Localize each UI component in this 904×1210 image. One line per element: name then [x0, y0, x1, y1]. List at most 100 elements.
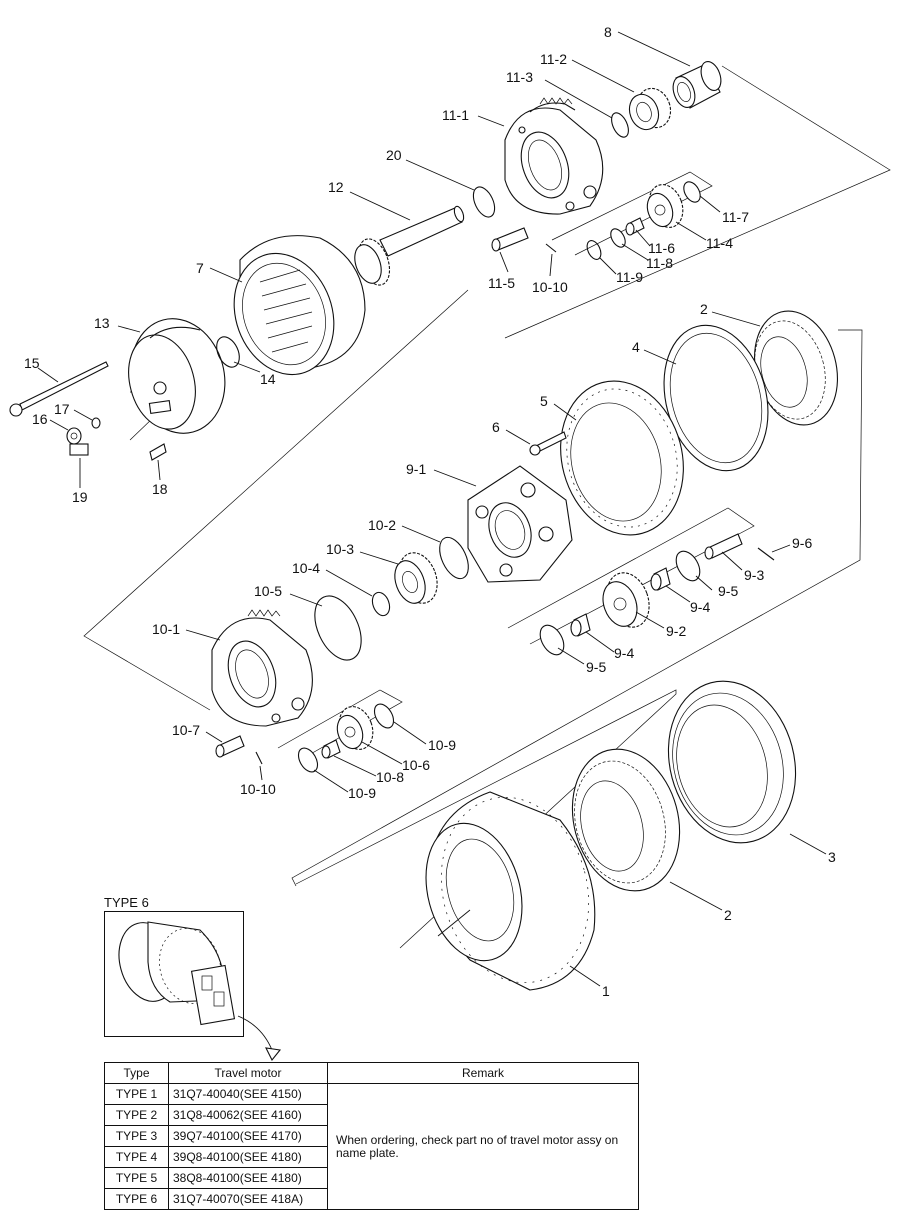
group-outline-top	[504, 65, 891, 339]
part-9-4-bearing-a	[650, 567, 671, 591]
callout-10-5: 10-5	[254, 583, 282, 599]
type-cell: TYPE 1	[104, 1083, 169, 1105]
callout-10-10-bottom: 10-10	[240, 781, 276, 797]
callout-9-3: 9-3	[744, 567, 764, 583]
motor-cell: 31Q7-40070(SEE 418A)	[168, 1188, 328, 1210]
part-18-screw	[149, 443, 167, 461]
inset-title: TYPE 6	[104, 895, 149, 910]
callout-11-3: 11-3	[506, 69, 533, 85]
type-cell: TYPE 3	[104, 1125, 169, 1147]
motor-cell: 31Q8-40062(SEE 4160)	[168, 1104, 328, 1126]
type-cell: TYPE 6	[104, 1188, 169, 1210]
group-outline-middle	[291, 329, 863, 887]
part-9-5-washer-b	[539, 624, 565, 656]
part-9-1-carrier	[467, 465, 573, 583]
part-3-seal	[667, 680, 797, 844]
callout-4: 4	[632, 339, 640, 355]
callout-6: 6	[492, 419, 500, 435]
type-cell: TYPE 4	[104, 1146, 169, 1168]
callout-5: 5	[540, 393, 548, 409]
inset-frame	[104, 911, 244, 1037]
part-10-9-washer-b	[297, 747, 319, 773]
part-10-9-washer-a	[373, 703, 395, 729]
callout-10-7: 10-7	[172, 722, 200, 738]
callout-11-2: 11-2	[540, 51, 567, 67]
part-11-3-ring	[611, 112, 629, 138]
part-9-6-pin	[757, 547, 775, 561]
callout-9-1: 9-1	[406, 461, 426, 477]
motor-cell: 38Q8-40100(SEE 4180)	[168, 1167, 328, 1189]
callout-labels: 8 11-2 11-3 11-1 20 12 7 11-7 11-6 11-4 …	[24, 24, 836, 999]
callout-20: 20	[386, 147, 402, 163]
part-10-4-washer	[371, 591, 391, 617]
part-7-ring-gear	[233, 235, 366, 376]
type-cell: TYPE 2	[104, 1104, 169, 1126]
callout-10-9-a: 10-9	[428, 737, 456, 753]
callout-9-6: 9-6	[792, 535, 812, 551]
header-type: Type	[104, 1062, 169, 1084]
header-travel-motor: Travel motor	[168, 1062, 328, 1084]
callout-16: 16	[32, 411, 48, 427]
callout-1: 1	[602, 983, 610, 999]
part-9-3-pin	[704, 533, 743, 560]
type-cell: TYPE 5	[104, 1167, 169, 1189]
travel-motor-table: Type Travel motor Remark TYPE 1 31Q7-400…	[104, 1062, 639, 1210]
part-9-4-bearing-b	[570, 613, 591, 637]
part-11-4-gear	[646, 184, 684, 228]
table-header-row: Type Travel motor Remark	[104, 1062, 639, 1084]
callout-3: 3	[828, 849, 836, 865]
part-11-5-pin	[491, 227, 529, 252]
motor-cell: 39Q8-40100(SEE 4180)	[168, 1146, 328, 1168]
callout-10-4: 10-4	[292, 560, 320, 576]
callout-14: 14	[260, 371, 276, 387]
part-10-6-gear	[336, 706, 374, 750]
part-10-5-o-ring	[314, 595, 362, 661]
part-5-flange	[560, 380, 684, 536]
part-14-o-ring	[216, 336, 240, 368]
callout-11-1: 11-1	[442, 107, 469, 123]
callout-8: 8	[604, 24, 612, 40]
callout-12: 12	[328, 179, 344, 195]
part-4-ring	[663, 324, 769, 472]
part-11-6-bearing	[625, 217, 645, 236]
part-10-10-pin-bottom	[255, 751, 263, 765]
part-11-9-ring	[586, 240, 602, 260]
table-row: TYPE 2 31Q8-40062(SEE 4160)	[104, 1104, 639, 1126]
part-11-7-washer	[683, 181, 701, 203]
callout-2-bottom: 2	[724, 907, 732, 923]
callout-9-4-b: 9-4	[614, 645, 634, 661]
table-row: TYPE 1 31Q7-40040(SEE 4150) When orderin…	[104, 1083, 639, 1210]
part-11-1-carrier	[504, 97, 604, 215]
callout-9-5-b: 9-5	[586, 659, 606, 675]
part-1-hub	[425, 791, 596, 991]
callout-11-6: 11-6	[648, 240, 675, 256]
group-outline-11-sub	[551, 171, 713, 256]
type-6-motor-illustration	[118, 921, 282, 1062]
callout-10-10-top: 10-10	[532, 279, 568, 295]
header-remark: Remark	[327, 1062, 639, 1084]
callout-13: 13	[94, 315, 110, 331]
callout-10-3: 10-3	[326, 541, 354, 557]
motor-cell: 39Q7-40100(SEE 4170)	[168, 1125, 328, 1147]
leader-lines	[37, 31, 827, 987]
motor-cell: 31Q7-40040(SEE 4150)	[168, 1083, 328, 1105]
callout-18: 18	[152, 481, 168, 497]
part-13-cover	[128, 318, 226, 434]
remark-cell: When ordering, check part no of travel m…	[327, 1083, 639, 1210]
part-17-o-ring	[91, 417, 101, 429]
part-11-8-washer	[610, 228, 626, 248]
part-9-2-gear	[602, 572, 650, 628]
part-16-plug	[66, 427, 82, 445]
part-nameplate-on-cover	[148, 400, 172, 414]
callout-10-6: 10-6	[402, 757, 430, 773]
callout-11-4: 11-4	[706, 235, 733, 251]
part-10-2-o-ring	[439, 536, 469, 580]
callout-11-5: 11-5	[488, 275, 515, 291]
callout-9-5-a: 9-5	[718, 583, 738, 599]
callout-7: 7	[196, 260, 204, 276]
part-10-3-gear	[394, 552, 438, 604]
callout-15: 15	[24, 355, 40, 371]
callout-11-8: 11-8	[646, 255, 673, 271]
part-2-bearing-bottom	[571, 748, 681, 892]
callout-11-7: 11-7	[722, 209, 749, 225]
